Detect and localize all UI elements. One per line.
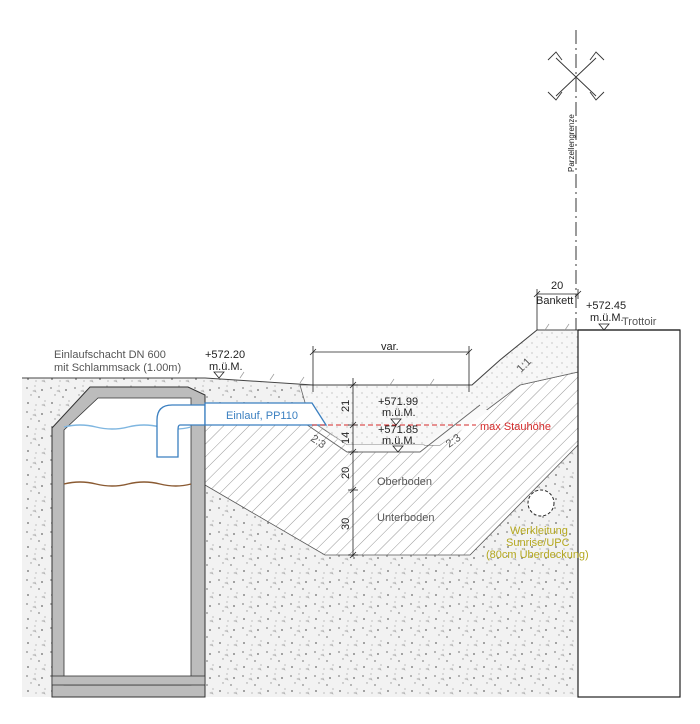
dim-bankett — [533, 289, 582, 330]
parcel-boundary-symbol — [547, 51, 605, 101]
topsoil-label: Oberboden — [377, 476, 432, 488]
dim-var — [309, 346, 473, 392]
elevation-marker-right — [598, 323, 610, 331]
trottoir-label: Trottoir — [622, 316, 657, 328]
dim-bankett-value: 20 — [551, 280, 563, 292]
shaft-sludge-line — [63, 481, 192, 487]
dim-21: 21 — [340, 400, 352, 412]
trottoir-structure — [577, 329, 681, 698]
elevation-overflow-value: +571.99 — [378, 396, 418, 408]
utility-label-line1: Werkleitung — [510, 525, 568, 537]
utility-label-line3: (80cm Überdeckung) — [486, 549, 589, 561]
grass-marks — [239, 323, 570, 386]
bankett-label: Bankett — [536, 295, 573, 307]
shaft-label-line2: mit Schlammsack (1.00m) — [54, 362, 181, 374]
dim-14: 14 — [340, 432, 352, 444]
elevation-marker-overflow — [390, 418, 402, 426]
parcel-boundary-label: Parzellengrenze — [567, 114, 576, 172]
elevation-marker-bottom — [392, 445, 404, 453]
utility-pipe — [527, 489, 555, 517]
shaft-interior — [63, 397, 192, 686]
utility-label-line2: Sunrise/UPC — [506, 537, 570, 549]
elevation-right-unit: m.ü.M. — [590, 312, 624, 324]
elevation-left-value: +572.20 — [205, 349, 245, 361]
swale-basin — [310, 410, 490, 452]
inlet-label: Einlauf, PP110 — [226, 410, 298, 422]
elevation-overflow-unit: m.ü.M. — [382, 407, 416, 419]
dim-var-value: var. — [381, 341, 399, 353]
elevation-bottom-unit: m.ü.M. — [382, 435, 416, 447]
subsoil-label: Unterboden — [377, 512, 435, 524]
elevation-bottom-value: +571.85 — [378, 424, 418, 436]
elevation-left-unit: m.ü.M. — [209, 361, 243, 373]
shaft-base — [51, 675, 206, 686]
shaft-label-line1: Einlaufschacht DN 600 — [54, 349, 166, 361]
dim-20: 20 — [340, 467, 352, 479]
elevation-right-value: +572.45 — [586, 300, 626, 312]
dim-vertical — [348, 378, 358, 559]
elevation-marker-left — [213, 371, 225, 379]
swale-surface-line — [299, 404, 481, 453]
inlet-pipe-extension — [204, 402, 328, 426]
max-water-label: max Stauhöhe — [480, 421, 551, 433]
dim-30: 30 — [340, 518, 352, 530]
